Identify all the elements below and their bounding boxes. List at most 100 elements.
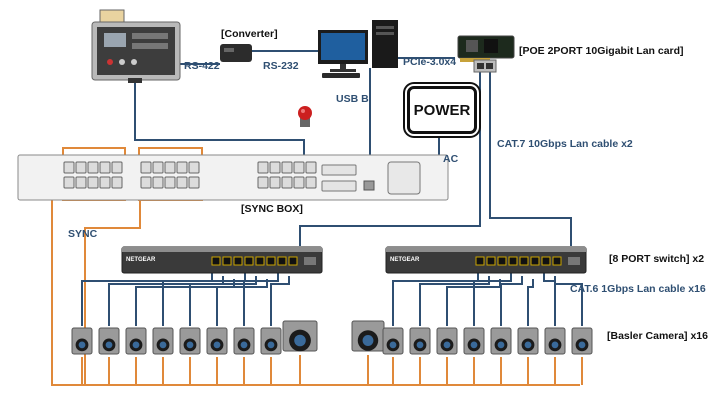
switch-port — [277, 256, 287, 266]
basler-camera — [98, 327, 120, 355]
basler-camera — [571, 327, 593, 355]
sync-link — [84, 200, 141, 385]
camera-glass — [294, 334, 306, 347]
network-cables — [81, 50, 583, 326]
cat7-cable-a — [299, 72, 481, 246]
basler-camera — [125, 327, 147, 355]
switch-top — [386, 247, 586, 252]
cat6-cable — [162, 273, 246, 326]
bnc-connector — [87, 176, 99, 189]
bnc-connector — [176, 176, 188, 189]
camera-glass — [186, 341, 194, 349]
bnc-connector — [281, 176, 293, 189]
camera-glass — [443, 341, 451, 349]
switch-port — [497, 256, 507, 266]
switch-top — [122, 247, 322, 252]
basler-camera — [260, 327, 282, 355]
sync-cables — [51, 147, 583, 386]
lan-card-label: [POE 2PORT 10Gigabit Lan card] — [519, 45, 684, 57]
sync-box-connectors — [63, 161, 317, 189]
bnc-connector — [75, 161, 87, 174]
switch-port — [211, 256, 221, 266]
camera-glass — [470, 341, 478, 349]
network-switch: NETGEAR — [121, 246, 323, 274]
cat6-cable — [473, 273, 512, 326]
cat6-cable — [527, 279, 534, 326]
ac-label: AC — [443, 153, 459, 165]
switch-label: [8 PORT switch] x2 — [609, 253, 705, 265]
cat7-label: CAT.7 10Gbps Lan cable x2 — [497, 138, 633, 150]
usb-b-label: USB B — [336, 93, 369, 105]
cat6-cable — [216, 279, 268, 326]
bnc-connector — [164, 161, 176, 174]
sync-drops — [81, 355, 583, 385]
netgear-logo: NETGEAR — [390, 257, 420, 263]
cat6-cable — [543, 273, 556, 326]
bnc-connector — [257, 176, 269, 189]
bnc-connector — [152, 176, 164, 189]
switch-port — [266, 256, 276, 266]
bnc-connector — [63, 161, 75, 174]
bnc-connector — [87, 161, 99, 174]
camera-glass — [240, 341, 248, 349]
bnc-connector — [111, 176, 123, 189]
cameras — [71, 320, 593, 355]
cat6-cable — [392, 273, 479, 326]
switch-port — [530, 256, 540, 266]
camera-glass — [159, 341, 167, 349]
camera-glass — [132, 341, 140, 349]
bnc-connector — [176, 161, 188, 174]
bnc-connector — [99, 161, 111, 174]
basler-camera — [152, 327, 174, 355]
cat6-label: CAT.6 1Gbps Lan cable x16 — [570, 283, 706, 295]
converter-label: [Converter] — [221, 28, 278, 40]
controller-case — [91, 9, 181, 83]
power-label: POWER — [413, 101, 471, 119]
bnc-connector — [269, 161, 281, 174]
switch-port — [233, 256, 243, 266]
bnc-connector — [140, 161, 152, 174]
pcie-label: PCIe-3.0x4 — [403, 56, 457, 68]
switch-port — [222, 256, 232, 266]
bnc-connector — [305, 176, 317, 189]
switch-port — [475, 256, 485, 266]
controller-to-syncbox-cable — [134, 80, 305, 158]
rs232-label: RS-232 — [263, 60, 299, 72]
bnc-connector — [305, 161, 317, 174]
basler-camera — [544, 327, 566, 355]
camera-label: [Basler Camera] x16 — [607, 330, 708, 342]
cat6-cable — [189, 276, 257, 326]
rs422-label: RS-422 — [184, 60, 220, 72]
bnc-connector — [188, 176, 200, 189]
basler-camera — [179, 327, 201, 355]
switches: NETGEAR NETGEAR — [121, 246, 587, 274]
emergency-button — [298, 106, 312, 127]
bnc-connector — [281, 161, 293, 174]
basler-camera — [282, 320, 318, 352]
switch-port — [255, 256, 265, 266]
camera-glass — [497, 341, 505, 349]
camera-glass — [362, 335, 374, 346]
switch-port — [552, 256, 562, 266]
basler-camera — [233, 327, 255, 355]
sfp-port — [568, 257, 580, 265]
desktop-pc — [318, 20, 398, 78]
netgear-logo: NETGEAR — [126, 257, 156, 263]
bnc-connector — [99, 176, 111, 189]
camera-glass — [213, 341, 221, 349]
basler-camera — [206, 327, 228, 355]
sync-box — [17, 154, 449, 201]
bnc-connector — [293, 176, 305, 189]
switch-port — [486, 256, 496, 266]
camera-glass — [524, 341, 532, 349]
basler-camera — [409, 327, 431, 355]
camera-glass — [416, 341, 424, 349]
camera-glass — [551, 341, 559, 349]
cat6-cable — [270, 276, 290, 326]
switch-port — [288, 256, 298, 266]
camera-glass — [389, 341, 397, 349]
basler-camera — [71, 327, 93, 355]
camera-glass — [105, 341, 113, 349]
basler-camera — [436, 327, 458, 355]
